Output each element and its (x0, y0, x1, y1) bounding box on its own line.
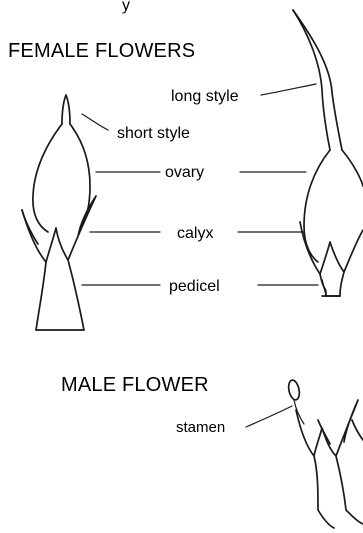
short-style-leader (82, 114, 108, 130)
long-style-shape-left (293, 10, 330, 150)
male-flower-drawing (287, 379, 363, 528)
female-flowers-heading: FEMALE FLOWERS (8, 40, 195, 62)
ovary-right-flower (304, 150, 330, 262)
male-calyx-inner (318, 420, 330, 444)
female-flower-short-style (22, 95, 96, 330)
pedicel-left (36, 260, 84, 330)
label-pedicel: pedicel (169, 278, 220, 295)
long-style-leader (261, 84, 316, 95)
male-flower-heading: MALE FLOWER (61, 374, 209, 396)
stamen-anther (287, 379, 301, 401)
label-long-style: long style (171, 88, 239, 105)
short-style-shape (62, 95, 70, 124)
male-calyx (296, 400, 358, 456)
label-calyx: calyx (177, 225, 213, 242)
ovary-left-outline (33, 124, 62, 232)
female-flower-long-style (293, 10, 363, 296)
male-pedicel-right (336, 456, 363, 524)
label-stamen: stamen (176, 419, 225, 436)
label-short-style: short style (117, 125, 190, 142)
stamen-leader (246, 406, 292, 427)
label-ovary: ovary (165, 164, 204, 181)
long-style-shape-right (293, 10, 342, 150)
ovary-right-flower-edge (342, 150, 363, 186)
male-pedicel-left (314, 456, 334, 528)
calyx-right (300, 222, 363, 274)
top-fragment-text: y (122, 0, 130, 14)
male-calyx-right (352, 420, 363, 440)
